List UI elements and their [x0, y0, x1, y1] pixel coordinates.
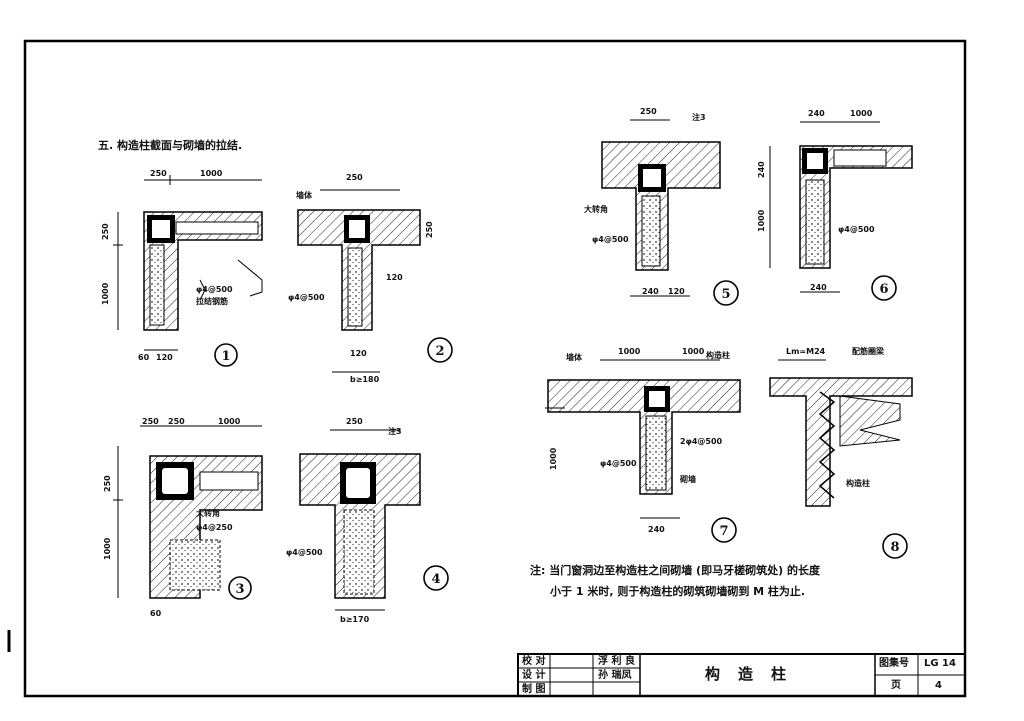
sheet-border — [23, 39, 967, 698]
d1-label-4: 1000 — [101, 282, 110, 305]
d6-label-6: 240 — [810, 283, 827, 292]
detail-2-number: 2 — [435, 344, 444, 359]
d5-label-2: 注3 — [692, 112, 706, 122]
detail-3-drawing — [113, 425, 263, 599]
d7-label-1: 墙体 — [566, 352, 583, 362]
tb-name-2: 孙 瑞凤 — [598, 670, 632, 681]
atlas-value: LG 14 — [924, 658, 956, 669]
d7-label-6: φ4@500 — [600, 459, 637, 468]
d1-label-6: 拉结钢筋 — [196, 296, 228, 306]
detail-5-number-circle — [713, 280, 739, 306]
d7-label-8: 1000 — [549, 447, 558, 470]
d2-label-6: 120 — [350, 349, 367, 358]
d5-label-1: 250 — [640, 107, 657, 116]
d3-label-2: 250 — [168, 417, 185, 426]
tb-role-2: 设 计 — [522, 670, 546, 681]
d3-label-7: φ4@250 — [196, 523, 233, 532]
d6-label-2: 1000 — [850, 109, 873, 118]
detail-4-drawing — [299, 429, 421, 611]
d1-label-1: 250 — [150, 169, 167, 178]
d8-label-3: 构造柱 — [846, 478, 870, 488]
d8-label-1: Lm=M24 — [786, 347, 826, 356]
d3-label-1: 250 — [142, 417, 159, 426]
d8-label-2: 配筋圈梁 — [852, 346, 885, 356]
detail-6-number: 6 — [879, 282, 888, 297]
page-value: 4 — [935, 680, 942, 691]
d7-label-3: 1000 — [682, 347, 705, 356]
d4-label-3: φ4@500 — [286, 548, 323, 557]
d3-label-3: 1000 — [218, 417, 241, 426]
d7-label-9: 240 — [648, 525, 665, 534]
d2-label-4: 120 — [386, 273, 403, 282]
tb-role-1: 校 对 — [522, 656, 546, 667]
detail-6-number-circle — [871, 275, 897, 301]
detail-7-number: 7 — [719, 524, 728, 539]
d1-label-5: φ4@500 — [196, 285, 233, 294]
detail-8-drawing — [769, 359, 913, 507]
d6-label-5: φ4@500 — [838, 225, 875, 234]
d7-label-4: 构造柱 — [706, 350, 730, 360]
detail-8-number: 8 — [890, 540, 899, 555]
d7-label-2: 1000 — [618, 347, 641, 356]
atlas-label: 图集号 — [879, 658, 909, 669]
detail-4-number: 4 — [431, 572, 440, 587]
d1-label-7: 60 — [138, 353, 150, 362]
d5-label-4: φ4@500 — [592, 235, 629, 244]
d6-label-3: 240 — [757, 161, 766, 178]
detail-3-number: 3 — [235, 582, 244, 597]
section-heading: 五. 构造柱截面与砌墙的拉结. — [98, 139, 243, 152]
detail-7-drawing — [545, 359, 741, 519]
tb-name-1: 浮 利 良 — [598, 656, 635, 667]
d2-label-2: 250 — [346, 173, 363, 182]
d1-label-3: 250 — [101, 223, 110, 240]
detail-5-drawing — [601, 119, 721, 297]
note-line-2: 小于 1 米时, 则于构造柱的砌筑砌墙砌到 M 柱为止. — [550, 585, 806, 598]
d3-label-4: 250 — [103, 475, 112, 492]
detail-2-drawing — [297, 189, 421, 373]
d4-label-2: 注3 — [388, 426, 402, 436]
d3-label-8: 60 — [150, 609, 162, 618]
d3-label-5: 1000 — [103, 537, 112, 560]
detail-7-number-circle — [711, 517, 737, 543]
d5-label-3: 大转角 — [584, 204, 608, 214]
detail-3-number-circle — [228, 576, 252, 600]
d1-label-2: 1000 — [200, 169, 223, 178]
detail-1-drawing — [113, 175, 263, 351]
d7-label-5: 2φ4@500 — [680, 437, 723, 446]
drawing-title: 构造柱 — [705, 665, 805, 683]
detail-6-drawing — [769, 121, 913, 293]
d1-label-8: 120 — [156, 353, 173, 362]
d2-label-7: b≥180 — [350, 375, 380, 384]
d7-label-7: 砌墙 — [679, 474, 696, 484]
d6-label-4: 1000 — [757, 209, 766, 232]
detail-2-number-circle — [427, 337, 453, 363]
d2-label-3: 250 — [425, 221, 434, 238]
page-label: 页 — [891, 680, 901, 691]
detail-1-number-circle — [214, 343, 238, 367]
detail-8-number-circle — [882, 533, 908, 559]
detail-4-number-circle — [423, 565, 449, 591]
detail-5-number: 5 — [721, 287, 730, 302]
note-line-1: 注: 当门窗洞边至构造柱之间砌墙 (即马牙槎砌筑处) 的长度 — [530, 564, 820, 577]
d5-label-6: 120 — [668, 287, 685, 296]
d4-label-1: 250 — [346, 417, 363, 426]
d3-label-6: 大转角 — [196, 508, 220, 518]
d2-label-1: 墙体 — [296, 190, 313, 200]
d4-label-4: b≥170 — [340, 615, 370, 624]
d6-label-1: 240 — [808, 109, 825, 118]
tb-role-3: 制 图 — [522, 684, 546, 695]
d5-label-5: 240 — [642, 287, 659, 296]
d2-label-5: φ4@500 — [288, 293, 325, 302]
titleblock-grid — [517, 653, 966, 697]
detail-1-number: 1 — [221, 349, 230, 364]
